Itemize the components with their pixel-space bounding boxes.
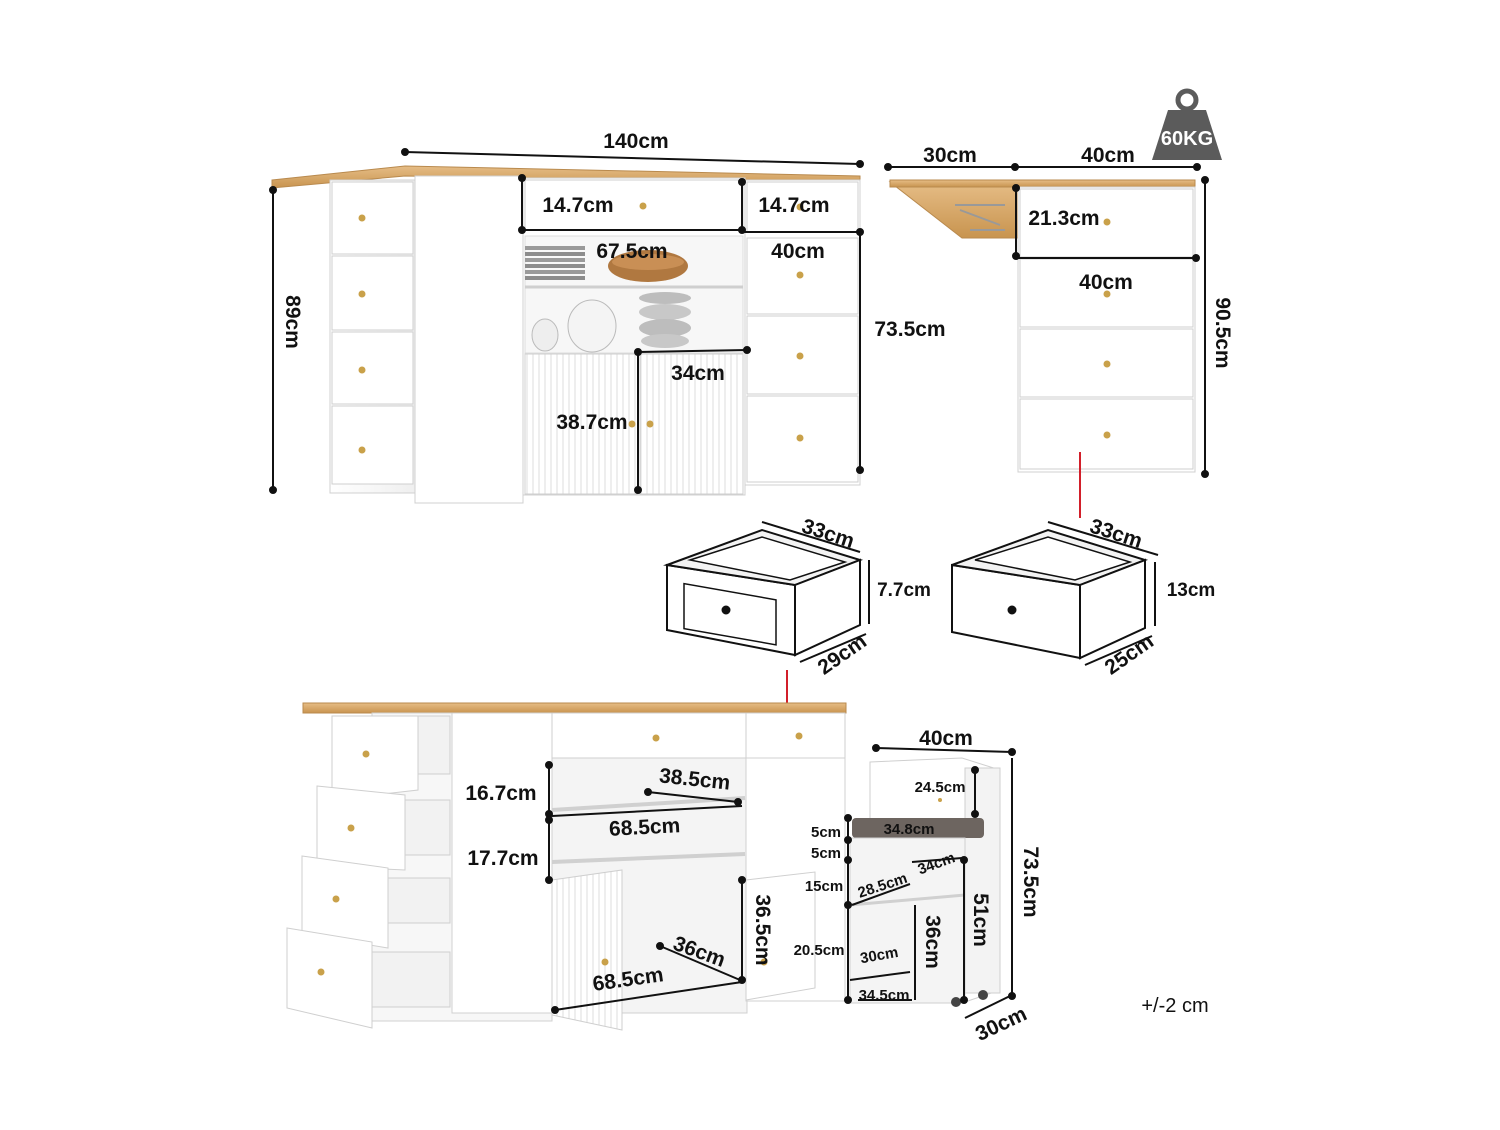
seat-width-label: 34.8cm — [884, 821, 935, 838]
side-body-width-label: 40cm — [1081, 144, 1135, 167]
top-compartment-label: 24.5cm — [915, 779, 966, 796]
body-height-label: 51cm — [969, 893, 992, 947]
door-width-label: 34cm — [671, 362, 725, 385]
front-door-left — [524, 353, 639, 495]
side-view-cabinet — [888, 179, 1196, 473]
front-dimension-labels: 140cm 89cm 14.7cm 14.7cm 67.5cm 40cm 73.… — [281, 130, 946, 434]
open-countertop — [302, 702, 847, 714]
cabinet-height-label: 73.5cm — [874, 318, 945, 341]
shelf-gap-top-label: 16.7cm — [465, 782, 536, 805]
weight-icon: 60KG — [1152, 88, 1222, 160]
front-dimension-lines — [269, 148, 864, 494]
shelf-width-top-label: 68.5cm — [608, 814, 680, 841]
side-unit-cushion — [852, 818, 984, 838]
side-unit-depth-label: 30cm — [972, 1002, 1030, 1046]
drawer-large-dims — [1047, 521, 1159, 666]
base-width-label: 34.5cm — [859, 987, 910, 1004]
side-unit — [849, 757, 1001, 1007]
top-drawer-left-label: 14.7cm — [542, 194, 613, 217]
side-dimension-lines — [884, 163, 1209, 478]
open-door-left — [551, 869, 623, 1031]
weight-label: 60KG — [1161, 128, 1213, 150]
shelf-gap-mid-label: 17.7cm — [467, 847, 538, 870]
leaf-width-label: 30cm — [923, 144, 977, 167]
open-cabinet-height-label: 36.5cm — [751, 894, 774, 965]
side-height-label: 90.5cm — [1211, 297, 1234, 368]
side-dimension-labels: 30cm 40cm 90.5cm 21.3cm 40cm — [923, 144, 1234, 369]
open-dimension-lines — [545, 761, 746, 1014]
gap-b-label: 5cm — [811, 845, 841, 862]
side-drawer-width-label: 40cm — [1079, 271, 1133, 294]
drawer-small-height-label: 7.7cm — [877, 580, 931, 601]
side-unit-width-label: 40cm — [919, 727, 973, 750]
drawer-small-dims — [761, 521, 870, 663]
shelf-width-label: 67.5cm — [596, 240, 667, 263]
drawer-small — [663, 528, 864, 657]
door-height-label: 38.7cm — [556, 411, 627, 434]
front-door-right — [639, 353, 744, 495]
drawer-large — [951, 528, 1149, 660]
side-drawer-height-label: 21.3cm — [1028, 207, 1099, 230]
front-left-drawers — [331, 181, 414, 485]
open-view-cabinet — [286, 702, 847, 1031]
front-left-knobs — [358, 214, 366, 454]
lower-height-b-label: 36cm — [921, 915, 944, 969]
open-drawers — [286, 715, 451, 1029]
gap-a-label: 5cm — [811, 824, 841, 841]
drawer-large-height-label: 13cm — [1167, 580, 1216, 601]
side-unit-dim-lines — [844, 744, 1016, 1019]
lower-width-label: 30cm — [859, 944, 900, 967]
front-top-drawer — [524, 179, 744, 231]
top-drawer-right-label: 14.7cm — [758, 194, 829, 217]
front-height-label: 89cm — [281, 295, 304, 349]
total-height-label: 73.5cm — [1019, 846, 1042, 917]
drawer-width-label: 40cm — [771, 240, 825, 263]
shelf-dishes — [525, 246, 691, 353]
lower-height-label: 20.5cm — [794, 942, 845, 959]
shelf-height-label: 15cm — [805, 878, 843, 895]
front-width-label: 140cm — [603, 130, 668, 153]
tolerance-note: +/-2 cm — [1141, 995, 1208, 1017]
open-door-right — [745, 871, 816, 1001]
